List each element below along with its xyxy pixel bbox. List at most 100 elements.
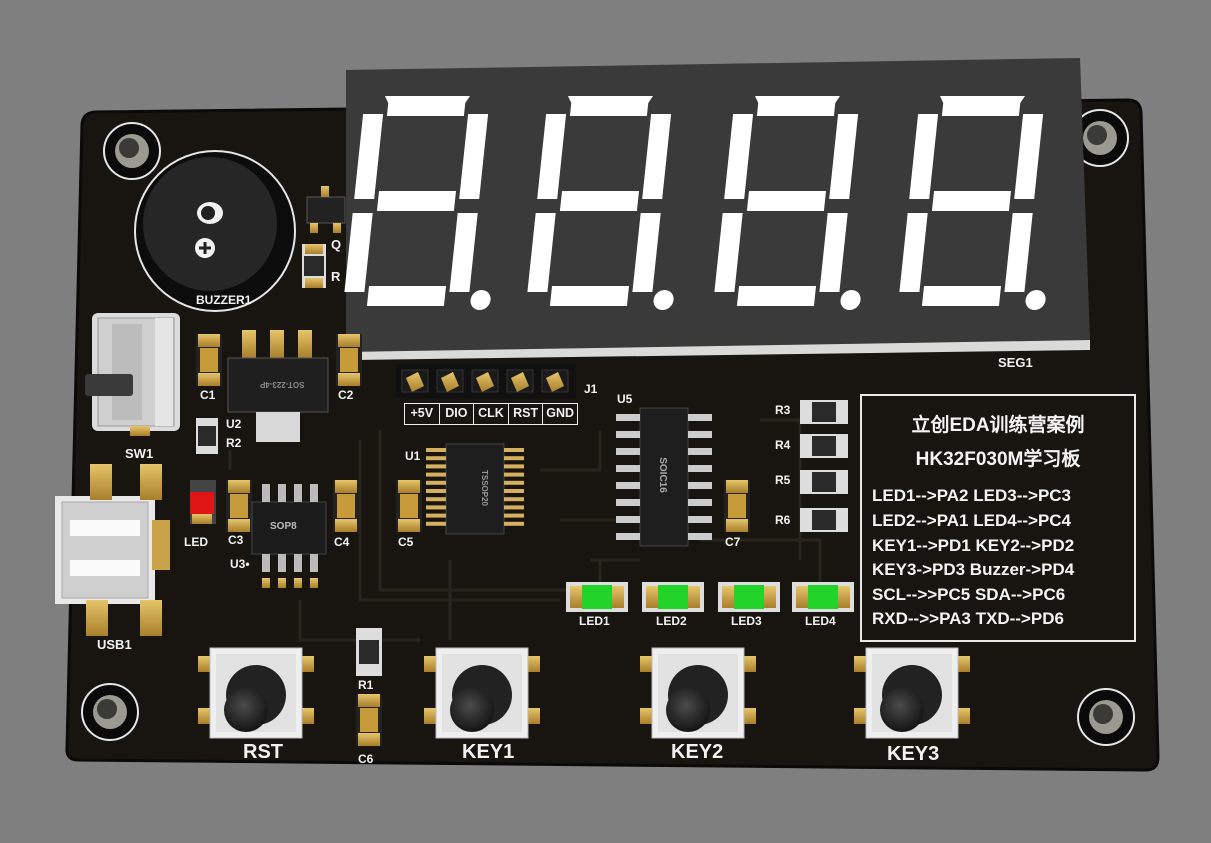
capacitors [196, 334, 750, 746]
u3-sop8 [251, 484, 327, 588]
sop8-label: SOP8 [270, 521, 297, 532]
segment-g [559, 191, 640, 211]
buzzer-label: BUZZER1 [196, 293, 252, 307]
segment-e [527, 213, 556, 292]
pin-label-5v: +5V [405, 404, 440, 424]
led-1 [566, 582, 628, 612]
r5-label: R5 [775, 473, 791, 487]
key1-label: KEY1 [462, 741, 515, 763]
sot-label: SOT-223-4P [260, 380, 305, 389]
info-row: LED1-->PA2 LED3-->PC3 [872, 486, 1072, 505]
q-label: Q [331, 237, 342, 252]
key3 [854, 647, 970, 739]
cap-c7 [724, 480, 750, 532]
cap-c1 [196, 334, 222, 386]
c2-label: C2 [338, 388, 354, 402]
indicator-leds [566, 582, 854, 612]
u2-regulator [227, 330, 329, 442]
led1-label: LED1 [579, 614, 610, 628]
segment-b [642, 114, 672, 199]
resistor-r2 [196, 418, 218, 454]
led4-label: LED4 [805, 614, 836, 628]
segment-a [386, 96, 466, 116]
key-rst [198, 647, 314, 739]
c7-label: C7 [725, 535, 741, 549]
power-led-label: LED [184, 535, 208, 549]
u1-label: U1 [405, 449, 421, 463]
sw1-label: SW1 [125, 446, 154, 461]
segment-c [632, 213, 661, 292]
segment-f [354, 114, 384, 199]
info-row: LED2-->PA1 LED4-->PC4 [872, 511, 1072, 530]
usb-connector [55, 464, 170, 636]
segment-b [829, 114, 859, 199]
soic16-label: SOIC16 [656, 457, 668, 493]
cap-c5 [396, 480, 422, 532]
cap-c2 [336, 334, 362, 386]
resistor-top [302, 244, 326, 288]
digit-4 [899, 96, 1046, 310]
segment-f [909, 114, 939, 199]
r4-label: R4 [775, 438, 791, 452]
r2-label: R2 [226, 436, 242, 450]
segment-g [746, 191, 827, 211]
info-title-board: HK32F030M学习板 [915, 449, 1081, 470]
tact-switches [198, 647, 970, 739]
j1-label: J1 [584, 382, 598, 396]
segment-a [569, 96, 649, 116]
segment-d [921, 286, 1002, 306]
transistor-q [306, 186, 346, 233]
info-row: RXD-->>PA3 TXD-->PD6 [872, 609, 1064, 628]
c5-label: C5 [398, 535, 414, 549]
segment-e [714, 213, 743, 292]
digit-3 [714, 96, 861, 310]
segment-e [899, 213, 928, 292]
c4-label: C4 [334, 535, 350, 549]
info-row: KEY3->PD3 Buzzer->PD4 [872, 560, 1075, 579]
info-box: 立创EDA训练营案例 HK32F030M学习板 LED1-->PA2 LED3-… [860, 394, 1136, 642]
resistor-r3 [800, 400, 848, 424]
c1-label: C1 [200, 388, 216, 402]
cap-c6 [356, 694, 382, 746]
led-3 [718, 582, 780, 612]
mounting-holes [81, 109, 1135, 746]
led-2 [642, 582, 704, 612]
r-top-label: R [331, 269, 341, 284]
buzzer [134, 150, 296, 312]
segment-dp [470, 290, 491, 310]
segment-a [941, 96, 1021, 116]
resistor-r6 [800, 508, 848, 532]
resistor-r5 [800, 470, 848, 494]
cap-c3 [226, 480, 252, 532]
r1-label: R1 [358, 678, 374, 692]
header-pin-labels: +5V DIO CLK RST GND [404, 403, 578, 425]
digit-1 [344, 96, 491, 310]
c6-label: C6 [358, 752, 374, 766]
segment-d [366, 286, 447, 306]
r6-label: R6 [775, 513, 791, 527]
key2 [640, 647, 756, 739]
slide-switch [85, 313, 180, 436]
header-j1 [396, 364, 576, 398]
power-led [190, 480, 216, 524]
segment-a [756, 96, 836, 116]
resistors-right [800, 400, 848, 532]
led-4 [792, 582, 854, 612]
cap-c4 [333, 480, 359, 532]
r3-label: R3 [775, 403, 791, 417]
info-row: SCL-->>PC5 SDA-->PC6 [872, 585, 1066, 604]
segment-d [549, 286, 630, 306]
info-row: KEY1-->PD1 KEY2-->PD2 [872, 536, 1075, 555]
info-title-cn: 立创EDA训练营案例 [911, 415, 1085, 436]
digit-2 [527, 96, 674, 310]
u3-label: U3• [230, 557, 250, 571]
segment-b [1014, 114, 1044, 199]
segment-dp [840, 290, 861, 310]
pin-label-clk: CLK [474, 404, 509, 424]
segment-f [537, 114, 567, 199]
u1-tssop [426, 443, 524, 535]
pin-label-gnd: GND [546, 406, 575, 420]
segment-c [1004, 213, 1033, 292]
